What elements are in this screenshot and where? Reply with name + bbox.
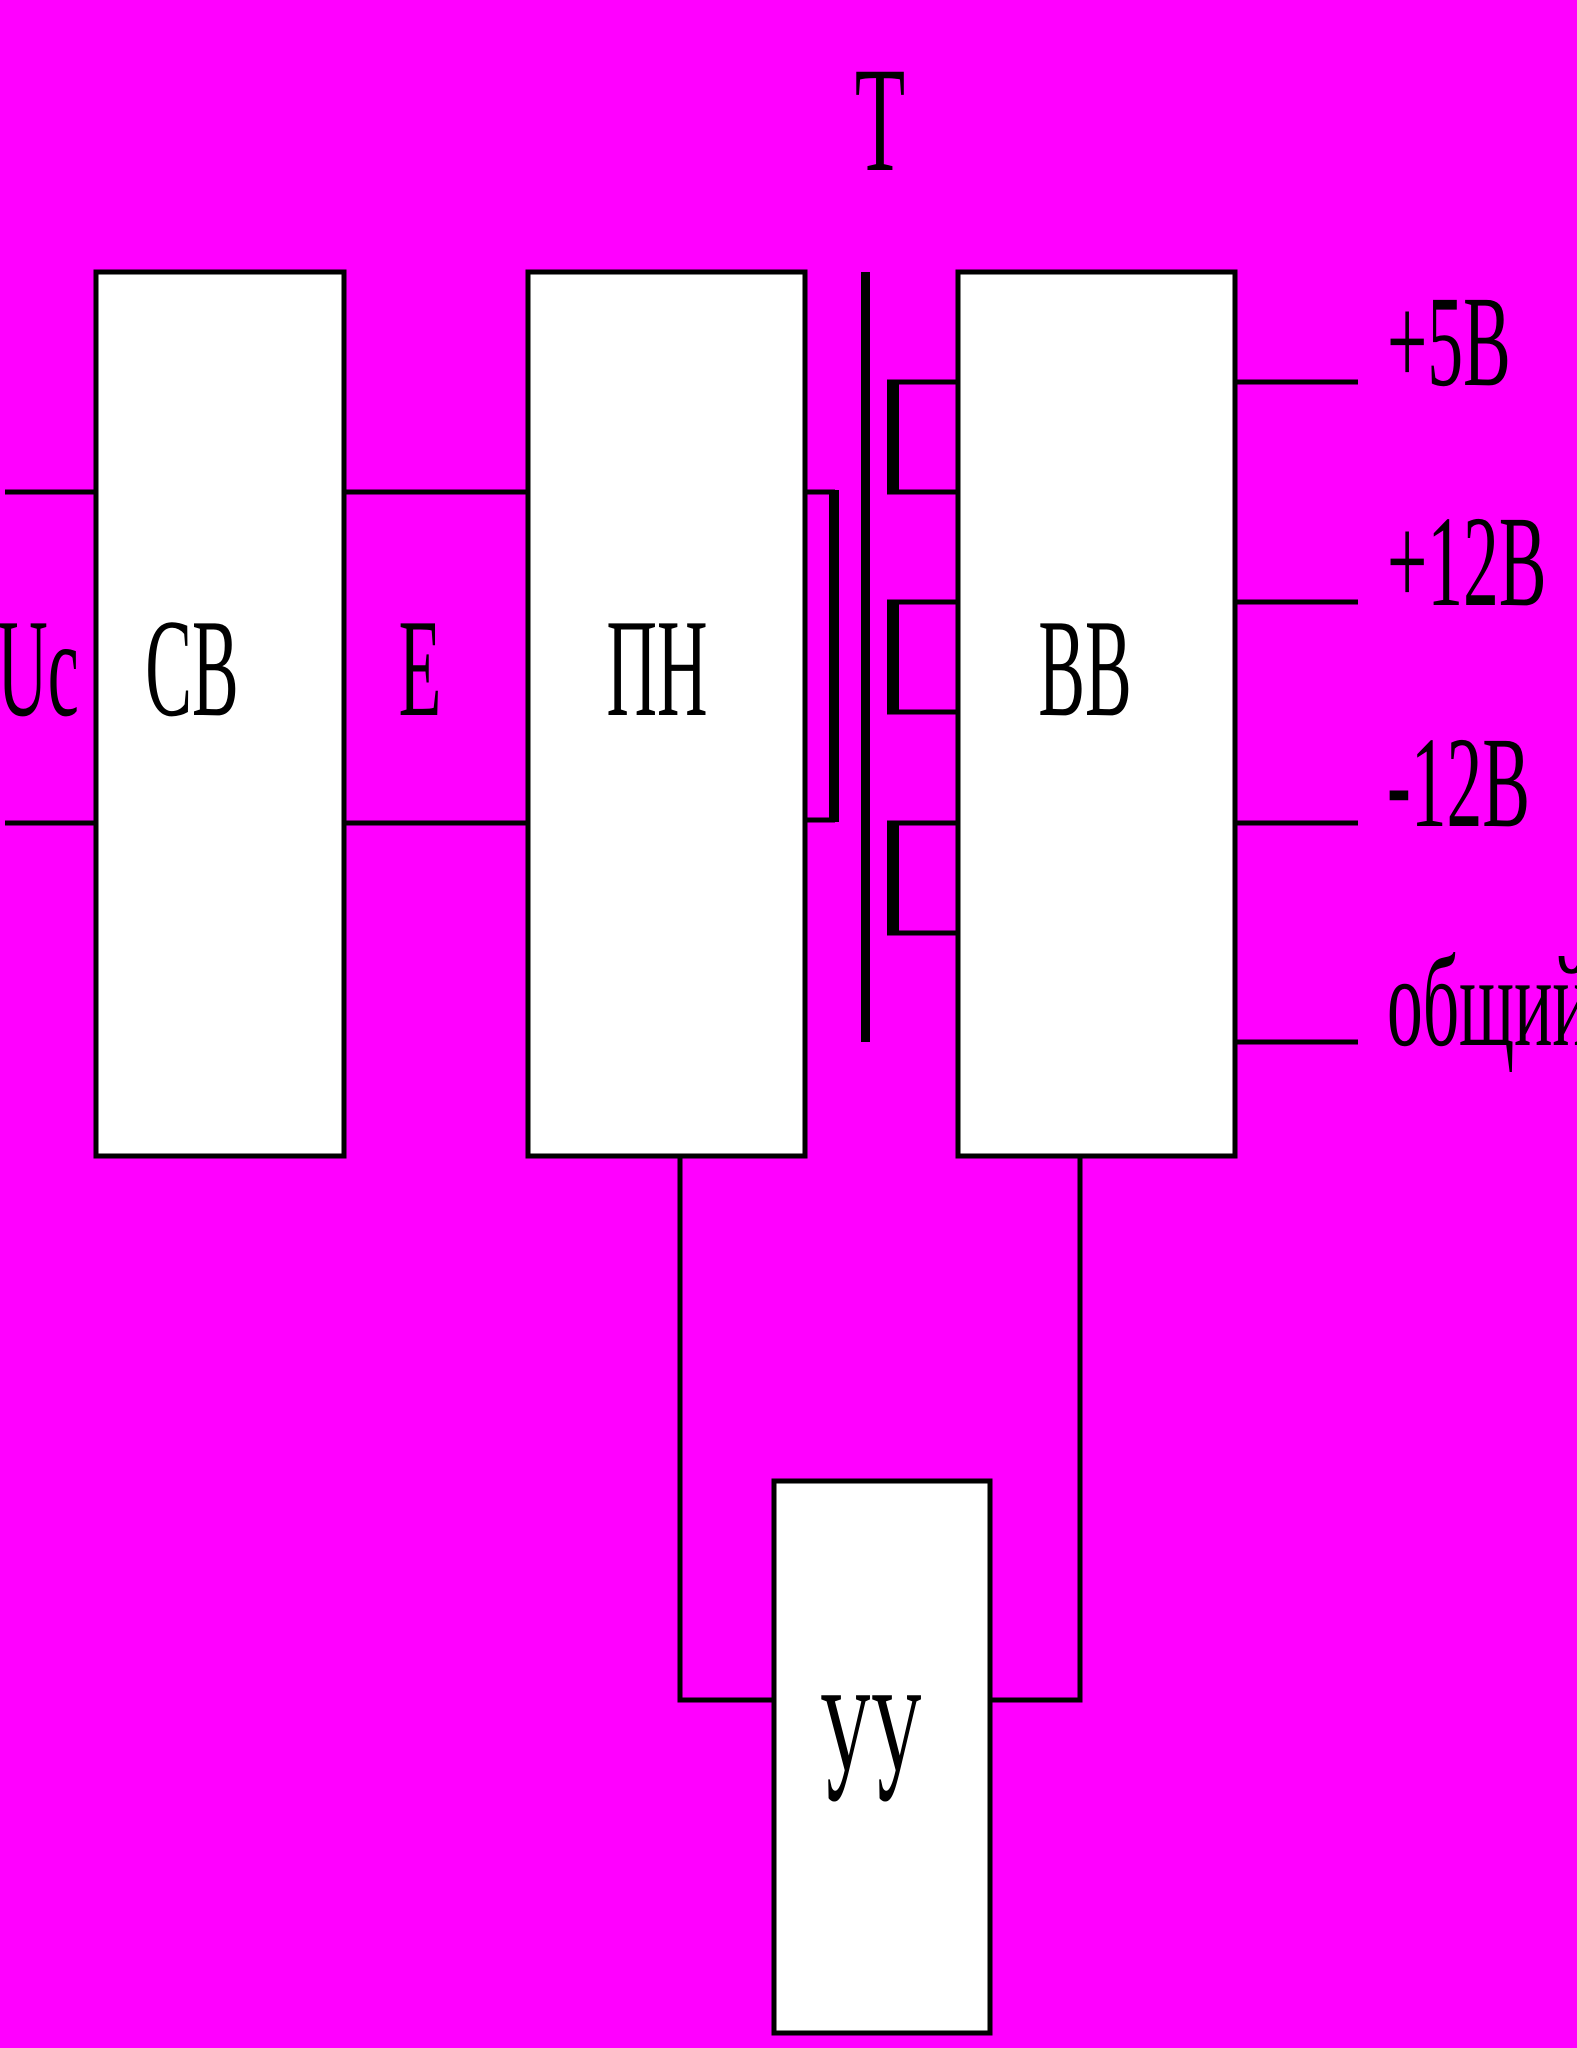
pn-uu-line xyxy=(677,1156,774,1703)
vv-uu-line xyxy=(990,1156,1083,1703)
block-vv xyxy=(955,269,1238,1159)
secondary-winding-2 xyxy=(887,599,958,715)
block-pn xyxy=(525,269,808,1159)
secondary-winding-3 xyxy=(887,820,958,936)
transformer-label: Т xyxy=(855,37,905,203)
block-sv-label: СВ xyxy=(145,590,238,746)
transformer-core xyxy=(861,272,870,1042)
output-label-12v: +12В xyxy=(1387,490,1547,634)
primary-winding xyxy=(829,490,839,822)
block-sv xyxy=(93,269,347,1159)
block-pn-label: ПН xyxy=(606,590,707,746)
output-label-common: общий xyxy=(1387,930,1577,1074)
intermediate-label: Е xyxy=(399,590,442,746)
input-label: Uc xyxy=(0,590,79,746)
block-vv-label: ВВ xyxy=(1038,590,1131,746)
secondary-winding-1 xyxy=(887,379,958,495)
output-label-minus12v: -12В xyxy=(1387,711,1530,855)
output-label-5v: +5В xyxy=(1387,270,1511,414)
block-uu xyxy=(771,1478,993,2036)
block-uu-label: УУ xyxy=(819,1657,921,1835)
